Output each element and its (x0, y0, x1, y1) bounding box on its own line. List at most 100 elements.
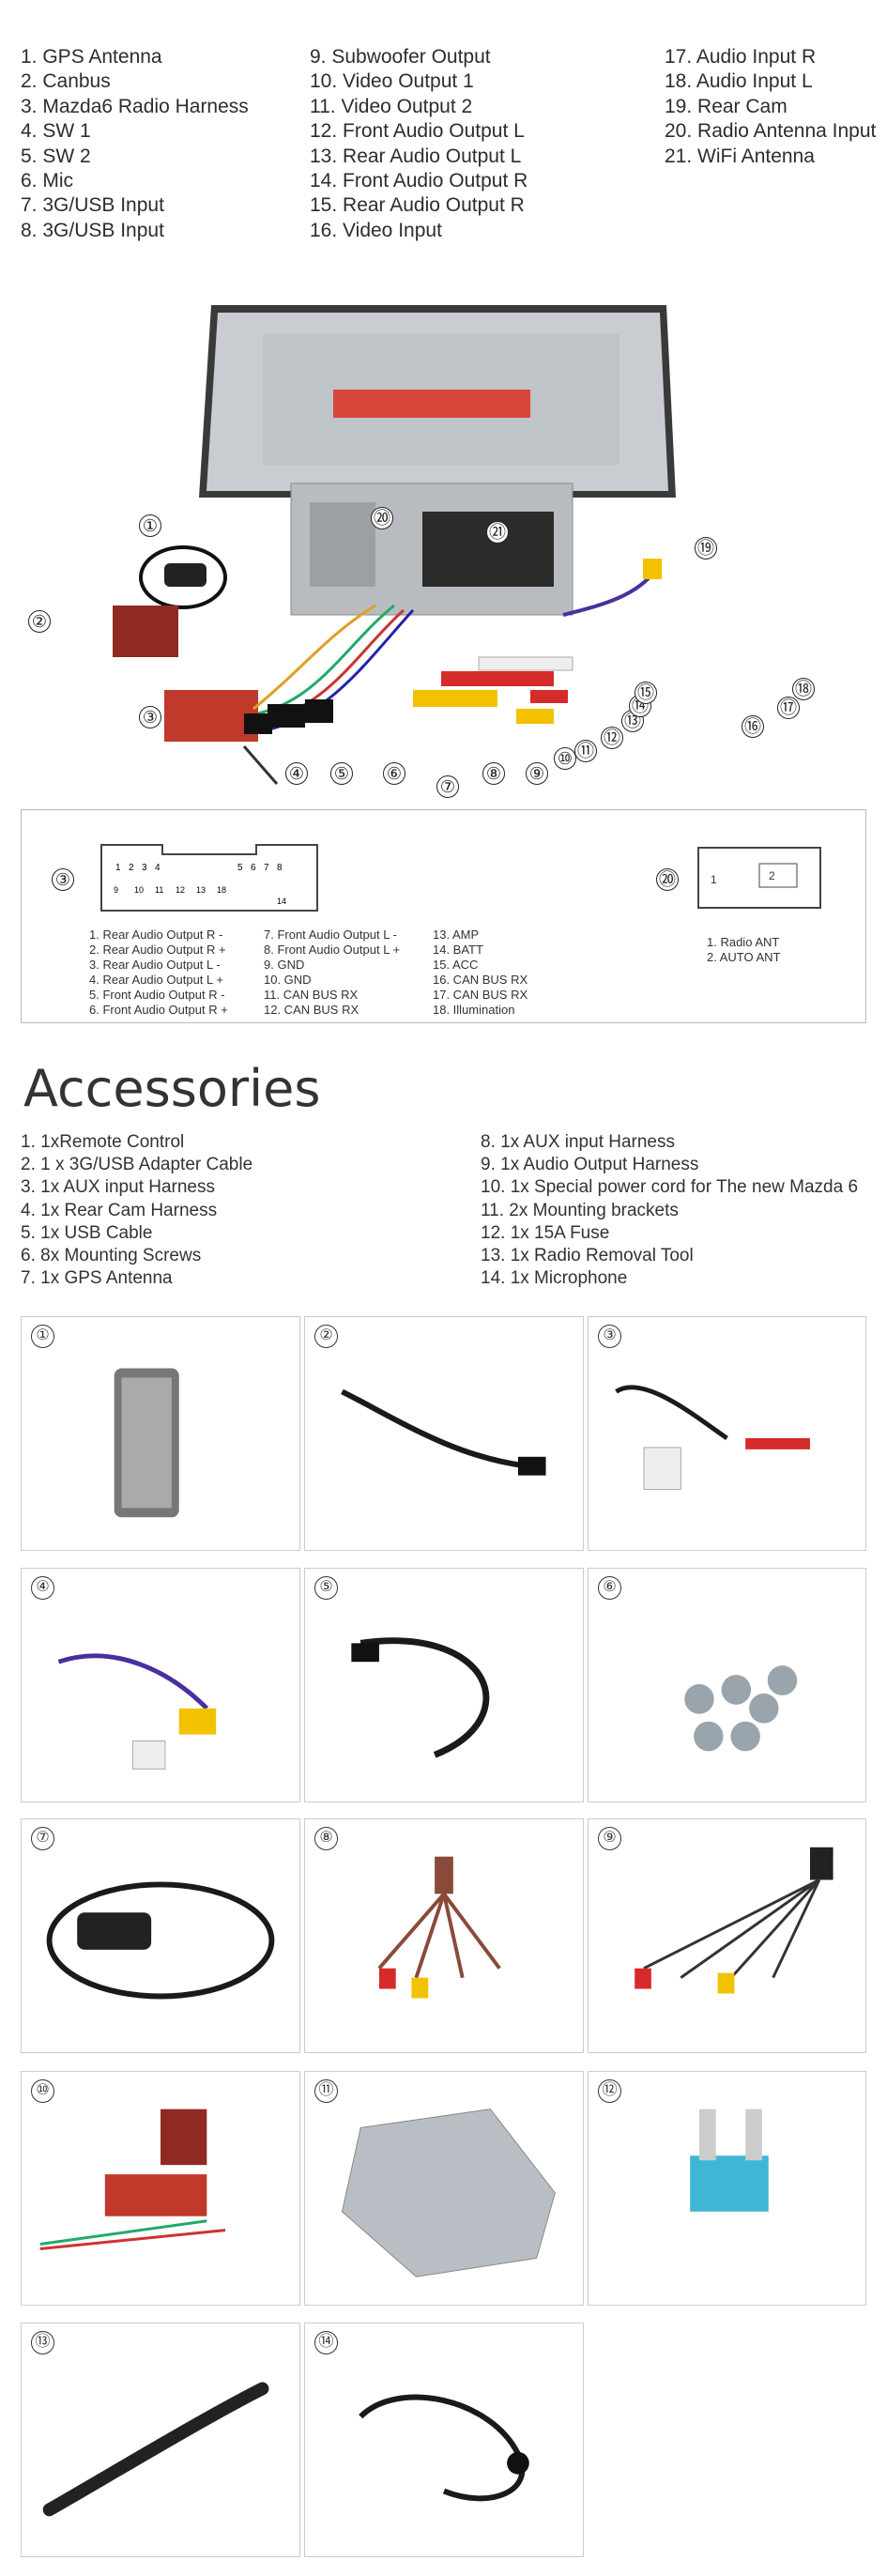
pin-label: 14 (277, 897, 286, 906)
accessory-photo-cell: ⑤ (304, 1568, 584, 1802)
accessory-photo (690, 2108, 769, 2212)
accessory-photo (351, 1637, 490, 1758)
accessory-number: ⑪ (314, 2079, 338, 2103)
pinout-item: 3. Rear Audio Output L - (89, 958, 221, 972)
legend-item: 9. Subwoofer Output (310, 46, 491, 68)
legend-item: 14. Front Audio Output R (310, 170, 528, 192)
accessory-photo (341, 1388, 546, 1476)
pin-label: 2 (129, 863, 134, 873)
accessory-number: ② (314, 1325, 338, 1348)
accessory-item: 2. 1 x 3G/USB Adapter Cable (21, 1155, 253, 1175)
accessory-photo (46, 1881, 275, 2000)
pinout-item: 17. CAN BUS RX (433, 988, 528, 1002)
accessory-number: ⑩ (31, 2079, 54, 2103)
pin-label: 5 (237, 863, 243, 873)
accessory-item: 1. 1xRemote Control (21, 1132, 185, 1152)
accessory-item: 7. 1x GPS Antenna (21, 1268, 173, 1289)
pin-label: 11 (155, 885, 163, 895)
accessory-photo-cell: ⑬ (21, 2323, 300, 2557)
pin-label: 10 (134, 885, 144, 895)
accessory-photo-cell: ⑫ (588, 2071, 866, 2306)
accessory-photo-cell: ⑭ (304, 2323, 584, 2557)
accessory-item: 4. 1x Rear Cam Harness (21, 1200, 218, 1220)
unit-rear-photo (113, 305, 676, 785)
accessory-number: ⑧ (314, 1827, 338, 1850)
accessory-photo-cell: ⑪ (304, 2071, 584, 2306)
accessory-photo (635, 1847, 833, 1994)
accessory-item: 14. 1x Microphone (481, 1268, 628, 1289)
photo-callout: ④ (285, 762, 308, 785)
antenna-connector-diagram: 1 2 (697, 847, 821, 909)
legend-item: 4. SW 1 (21, 120, 91, 143)
legend-item: 13. Rear Audio Output L (310, 145, 522, 167)
accessory-item: 10. 1x Special power cord for The new Ma… (481, 1177, 859, 1198)
pinout-item: 10. GND (264, 973, 312, 987)
accessory-photo-cell: ③ (588, 1316, 866, 1551)
legend-item: 7. 3G/USB Input (21, 194, 164, 217)
pinout-list-2: 7. Front Audio Output L -8. Front Audio … (264, 928, 400, 1018)
antenna-pin-2: 2 (769, 869, 775, 882)
accessory-item: 13. 1x Radio Removal Tool (481, 1246, 694, 1266)
accessory-item: 11. 2x Mounting brackets (481, 1200, 679, 1220)
legend-item: 18. Audio Input L (665, 70, 813, 93)
legend-item: 19. Rear Cam (665, 95, 788, 117)
pin-label: 3 (142, 863, 147, 873)
photo-callout: ⑥ (383, 762, 405, 785)
pin-label: 12 (176, 885, 185, 895)
antenna-pin-1: 1 (711, 873, 717, 886)
legend-item: 5. SW 2 (21, 145, 91, 167)
legend-item: 6. Mic (21, 170, 74, 192)
pinout-item: 1. Radio ANT (707, 935, 780, 949)
accessory-photo (42, 2382, 269, 2517)
accessories-column-1: 1. 1xRemote Control 2. 1 x 3G/USB Adapter… (21, 1131, 252, 1290)
legend-item: 2. Canbus (21, 70, 111, 93)
legend-item: 12. Front Audio Output L (310, 120, 525, 143)
pinout-item: 16. CAN BUS RX (433, 973, 528, 987)
pinout-item: 6. Front Audio Output R + (89, 1003, 228, 1017)
legend-item: 8. 3G/USB Input (21, 219, 164, 241)
pin-label: 13 (196, 885, 206, 895)
pin-label: 7 (264, 863, 269, 873)
accessory-number: ③ (598, 1325, 621, 1348)
pinout-item: 12. CAN BUS RX (264, 1003, 359, 1017)
pin-label: 9 (114, 885, 118, 895)
accessory-photo (57, 1653, 217, 1770)
pinout-item: 2. Rear Audio Output R + (89, 943, 226, 957)
accessory-photo (615, 1385, 810, 1491)
legend-item: 21. WiFi Antenna (665, 145, 815, 167)
accessory-number: ⑥ (598, 1576, 621, 1600)
accessory-number: ⑤ (314, 1576, 338, 1600)
accessory-number: ⑬ (31, 2331, 54, 2354)
pin-label: 18 (217, 885, 226, 895)
photo-callout: ③ (139, 706, 161, 728)
pin-label: 6 (251, 863, 256, 873)
accessory-photo-cell: ① (21, 1316, 300, 1551)
accessory-photo (39, 2108, 226, 2250)
photo-callout: ⑲ (695, 537, 717, 560)
accessory-photo (359, 2394, 529, 2502)
pinout-item: 15. ACC (433, 958, 479, 972)
pin-label: 8 (277, 863, 283, 873)
accessories-title: Accessories (23, 1059, 321, 1118)
accessory-photo-cell: ⑨ (588, 1818, 866, 2053)
pinout-item: 14. BATT (433, 943, 483, 957)
pinout-item: 2. AUTO ANT (707, 950, 781, 964)
pinout-item: 4. Rear Audio Output L + (89, 973, 223, 987)
accessory-item: 3. 1x AUX input Harness (21, 1177, 215, 1198)
photo-callout: ⑧ (482, 762, 505, 785)
accessory-photo-cell: ⑧ (304, 1818, 584, 2053)
photo-callout: ⑪ (574, 740, 597, 762)
pin-label: 4 (155, 863, 161, 873)
pinout-item: 8. Front Audio Output L + (264, 943, 401, 957)
accessory-number: ⑨ (598, 1827, 621, 1850)
photo-callout: ⑱ (792, 678, 815, 700)
legend-item: 10. Video Output 1 (310, 70, 474, 93)
accessory-item: 9. 1x Audio Output Harness (481, 1155, 699, 1175)
photo-callout: ① (139, 514, 161, 537)
